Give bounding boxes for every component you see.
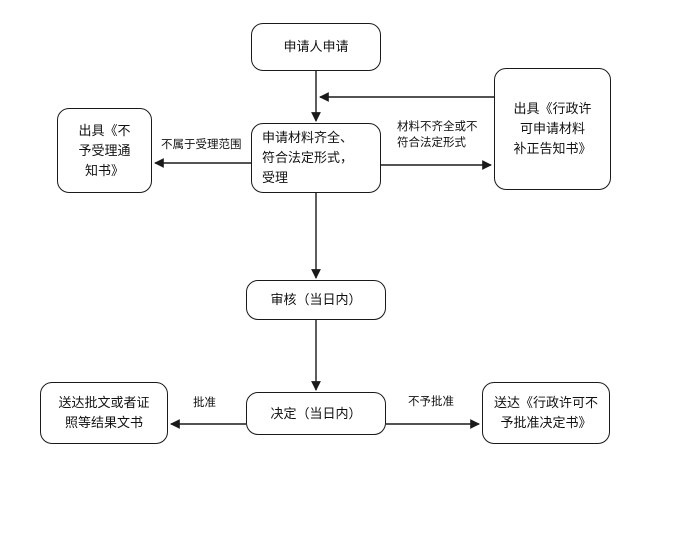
edge-label-approved: 批准 xyxy=(193,395,216,411)
edge-label-line: 材料不齐全或不 xyxy=(397,121,478,133)
node-text-line: 补正告知书》 xyxy=(513,141,592,156)
non-acceptance-notice-node: 出具《不 予受理通 知书》 xyxy=(57,108,152,193)
edge-label-line: 不予批准 xyxy=(408,396,454,408)
edge-label-line: 不属于受理范围 xyxy=(161,139,242,151)
node-text-line: 予批准决定书》 xyxy=(500,415,592,430)
edge-label-line: 符合法定形式 xyxy=(397,137,466,149)
node-text-line: 出具《不 xyxy=(78,122,131,138)
node-text-line: 审核（当日内） xyxy=(270,292,362,307)
node-text-line: 决定（当日内） xyxy=(270,405,362,421)
node-text-line: 申请人申请 xyxy=(283,39,349,54)
applicant-apply-node: 申请人申请 xyxy=(251,23,381,71)
edge-label-rejected: 不予批准 xyxy=(408,394,454,410)
edge-label-incomplete-materials: 材料不齐全或不 符合法定形式 xyxy=(397,119,478,151)
edge-label-line: 批准 xyxy=(193,397,216,409)
deliver-rejection-decision-node: 送达《行政许可不 予批准决定书》 xyxy=(482,382,610,444)
node-text-line: 送达批文或者证 xyxy=(58,395,150,410)
decision-node: 决定（当日内） xyxy=(246,392,386,435)
node-text-line: 符合法定形式， xyxy=(262,150,354,165)
deliver-approval-documents-node: 送达批文或者证 照等结果文书 xyxy=(40,382,168,444)
review-node: 审核（当日内） xyxy=(246,280,386,320)
node-text-line: 可申请材料 xyxy=(519,121,585,136)
node-text-line: 照等结果文书 xyxy=(64,415,143,430)
node-text-line: 申请材料齐全、 xyxy=(262,130,354,145)
edge-label-out-of-scope: 不属于受理范围 xyxy=(161,137,242,153)
node-text-line: 知书》 xyxy=(84,162,124,178)
node-text-line: 送达《行政许可不 xyxy=(493,395,598,410)
supplement-notice-node: 出具《行政许 可申请材料 补正告知书》 xyxy=(494,68,611,190)
node-text-line: 予受理通 xyxy=(78,142,131,158)
materials-complete-accept-node: 申请材料齐全、 符合法定形式， 受理 xyxy=(251,123,381,193)
node-text-line: 受理 xyxy=(262,170,289,185)
node-text-line: 出具《行政许 xyxy=(513,101,592,116)
